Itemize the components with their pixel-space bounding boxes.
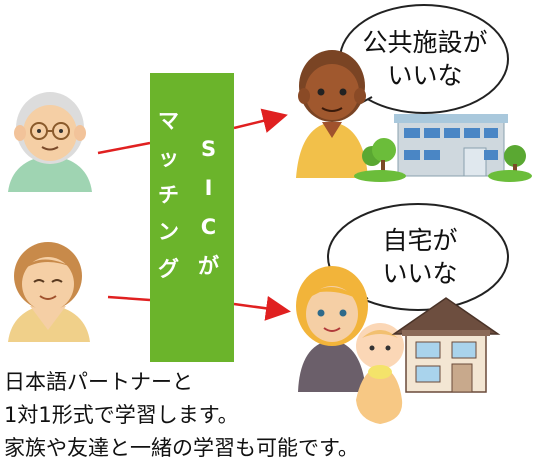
banner-char: が — [198, 254, 219, 278]
caption-line1: 日本語パートナーと — [4, 370, 193, 394]
arrow-left-bottom — [107, 295, 151, 302]
arrow-right-bottom — [233, 295, 291, 321]
elderly-man-icon — [8, 92, 92, 192]
caption: 日本語パートナーと 1対1形式で学習します。 家族や友達と一緒の学習も可能です。 — [4, 366, 534, 465]
bubble-top-text: 公共施設が いいな — [358, 26, 492, 92]
man-icon — [296, 50, 368, 178]
bubble-bottom-line1: 自宅が — [382, 226, 458, 255]
banner-char: マ — [158, 109, 179, 133]
sic-matching-banner: マ ッ チ ン グ S I C が — [150, 73, 234, 362]
bubble-bottom-text: 自宅が いいな — [362, 224, 478, 290]
house-icon — [391, 297, 501, 393]
arrow-left-top — [97, 141, 151, 155]
banner-char: グ — [158, 257, 179, 281]
arrow-right-top — [233, 108, 288, 133]
banner-char: I — [204, 176, 213, 200]
mother-with-baby-icon — [296, 266, 404, 424]
banner-text-sic: S I C が — [198, 139, 219, 277]
banner-char: S — [200, 137, 217, 161]
caption-line2: 1対1形式で学習します。 — [4, 403, 239, 427]
woman-icon — [8, 242, 90, 342]
banner-char: ッ — [158, 146, 179, 170]
banner-char: C — [200, 215, 217, 239]
banner-text-matching: マ ッ チ ン グ — [158, 111, 179, 280]
banner-char: チ — [158, 183, 179, 207]
bubble-top-line1: 公共施設が — [362, 28, 488, 57]
public-building-icon — [354, 114, 532, 182]
bubble-top-line2: いいな — [387, 61, 463, 90]
caption-line3: 家族や友達と一緒の学習も可能です。 — [4, 436, 359, 460]
banner-char: ン — [158, 220, 179, 244]
bubble-bottom-line2: いいな — [382, 259, 458, 288]
